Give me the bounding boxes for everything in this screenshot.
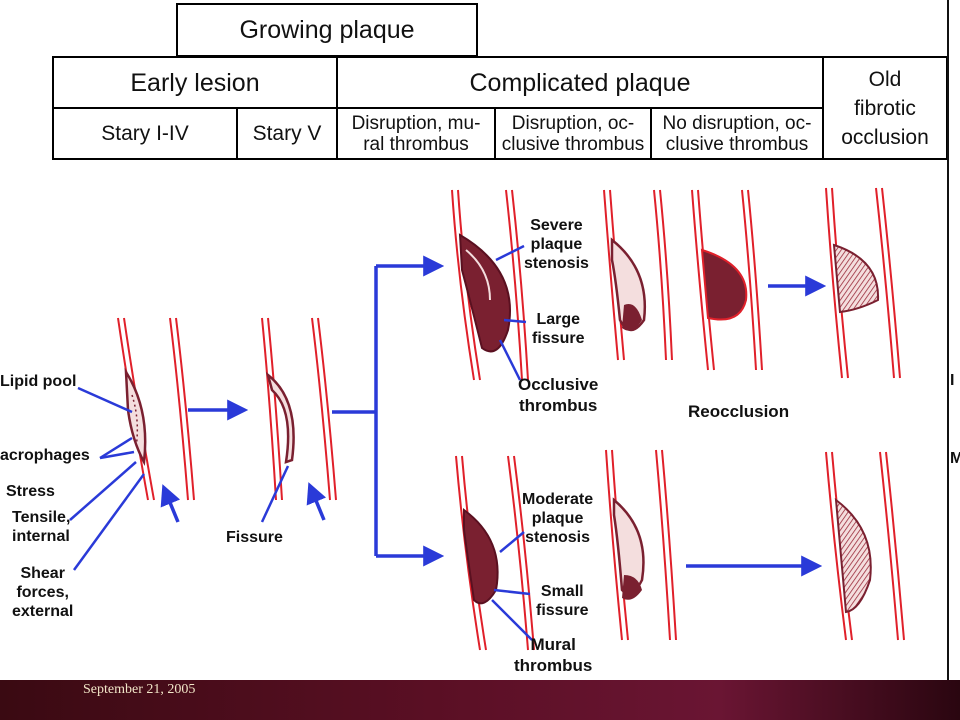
fissure-label: Fissure — [226, 529, 283, 546]
small-fissure-label: Small fissure — [536, 583, 589, 619]
macrophages-label: acrophages — [0, 447, 90, 464]
edge-glyph-lower: M — [950, 450, 960, 467]
vessel-stary-v — [261, 317, 337, 501]
footer-date: September 21, 2005 — [83, 682, 196, 697]
vessel-old-fibrotic-upper — [825, 187, 901, 379]
tensile-internal-label: Tensile, internal — [12, 509, 71, 545]
label-pointers — [69, 244, 533, 641]
no-disruption-cell: No disruption, oc- clusive thrombus — [650, 107, 824, 160]
lipid-pool-label: Lipid pool — [0, 373, 77, 390]
edge-glyph-upper: I — [950, 372, 955, 389]
lipid-pool-plaque — [124, 367, 147, 467]
growing-plaque-header: Growing plaque — [176, 3, 478, 57]
plaque-progression-diagram — [69, 187, 905, 651]
old-fibrotic-occlusion-header: Old fibrotic occlusion — [822, 56, 948, 160]
reocclusion-label: Reocclusion — [688, 402, 790, 421]
vessel-reocclusion-2 — [691, 189, 763, 371]
stary-v-cell: Stary V — [236, 107, 338, 160]
occlusive-thrombus-plaque — [458, 233, 511, 353]
footer-bar: September 21, 2005 — [0, 680, 960, 720]
vessel-mural-lower-2 — [605, 449, 677, 641]
vessel-reocclusion-1 — [603, 189, 673, 361]
stress-label: Stress — [6, 483, 55, 500]
right-edge-divider — [947, 0, 949, 680]
shear-forces-label: Shear forces, external — [12, 565, 74, 620]
flow-arrows — [160, 255, 827, 577]
vessel-old-fibrotic-lower — [825, 451, 905, 641]
mural-thrombus-label: Mural thrombus — [514, 635, 593, 675]
moderate-stenosis-label: Moderate plaque stenosis — [522, 491, 594, 546]
vessel-severe-stenosis — [451, 189, 529, 381]
vessel-moderate-stenosis — [455, 455, 535, 651]
mural-thrombus-plaque — [463, 508, 499, 605]
severe-stenosis-label: Severe plaque stenosis — [524, 217, 589, 272]
stary-i-iv-cell: Stary I-IV — [52, 107, 238, 160]
vessel-early-lesion — [117, 317, 195, 501]
disruption-mural-cell: Disruption, mu- ral thrombus — [336, 107, 496, 160]
fissured-plaque — [265, 371, 295, 464]
large-fissure-label: Large fissure — [532, 311, 585, 347]
occlusive-thrombus-label: Occlusive thrombus — [518, 375, 599, 415]
